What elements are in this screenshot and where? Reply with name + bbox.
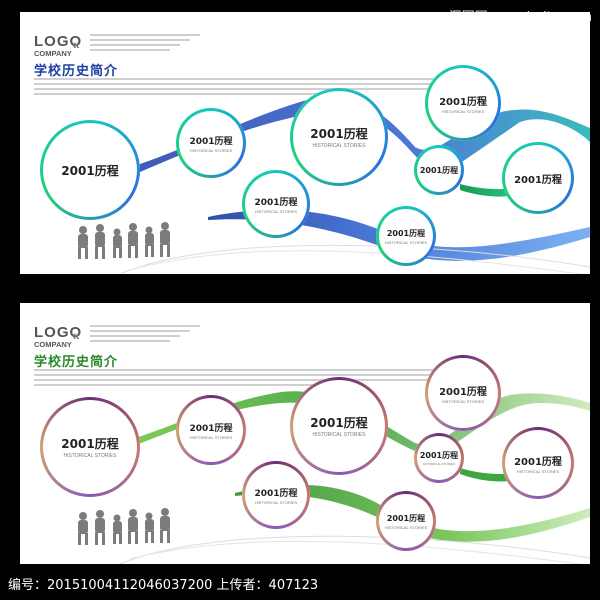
circle-year: 2001历程 (254, 197, 298, 208)
circle-year: 2001历程 (386, 228, 426, 238)
timeline-panel-green: LOGO COMPANY « 学校历史简介 2001历程 HISTORICAL … (20, 303, 590, 564)
timeline-circle[interactable]: 2001历程 HISTORICAL STORIES (290, 88, 388, 186)
circle-year: 2001历程 (61, 437, 119, 451)
circle-year: 2001历程 (189, 136, 233, 147)
circle-year: 2001历程 (514, 174, 562, 186)
circle-year: 2001历程 (254, 488, 298, 499)
logo-text: LOGO (34, 33, 83, 50)
circle-subtitle: HISTORICAL STORIES (423, 462, 455, 466)
placeholder-text-line (90, 44, 180, 46)
timeline-circle[interactable]: 2001历程 HISTORICAL STORIES (40, 397, 140, 497)
timeline-circle[interactable]: 2001历程 HISTORICAL STORIES (176, 108, 246, 178)
timeline-circle[interactable]: 2001历程 HISTORICAL STORIES (242, 461, 310, 529)
circle-year: 2001历程 (189, 423, 233, 434)
placeholder-text-line (90, 330, 190, 332)
company-text: COMPANY (34, 340, 72, 349)
placeholder-text-line (34, 83, 444, 85)
site-watermark: 汇图网 www.huitu.com (448, 10, 592, 25)
circle-year: 2001历程 (419, 165, 459, 175)
timeline-circle[interactable]: 2001历程 (502, 142, 574, 214)
circle-year: 2001历程 (419, 451, 459, 460)
placeholder-text-line (34, 369, 444, 371)
circle-subtitle: HISTORICAL STORIES (384, 239, 428, 245)
circle-subtitle: HISTORICAL STORIES (189, 147, 233, 153)
circle-subtitle: HISTORICAL STORIES (384, 524, 428, 530)
logo-text: LOGO (34, 324, 83, 341)
timeline-circle[interactable]: 2001历程 HISTORICAL STORIES (376, 206, 436, 266)
footer-text: 编号：20151004112046037200 上传者：407123 (8, 578, 319, 593)
circle-year: 2001历程 (514, 456, 562, 468)
timeline-circle[interactable]: 2001历程 HISTORICAL STORIES (376, 491, 436, 551)
timeline-circle[interactable]: 2001历程 HISTORICAL STORIES (414, 433, 464, 483)
placeholder-text-line (90, 340, 170, 342)
chevron-left-icon: « (72, 36, 80, 52)
placeholder-text-line (34, 379, 444, 381)
timeline-circle[interactable]: 2001历程 (414, 145, 464, 195)
circle-subtitle: HISTORICAL STORIES (312, 143, 366, 149)
circle-subtitle: HISTORICAL STORIES (254, 208, 298, 214)
page-title: 学校历史简介 (34, 355, 119, 370)
timeline-panel-blue: LOGO COMPANY « 学校历史简介 2001历程 2001历程 HIST… (20, 12, 590, 274)
timeline-circle[interactable]: 2001历程 HISTORICAL STORIES (176, 395, 246, 465)
chevron-left-icon: « (72, 327, 80, 343)
placeholder-text-line (90, 325, 200, 327)
placeholder-text-line (90, 49, 170, 51)
circle-year: 2001历程 (439, 386, 487, 398)
circle-year: 2001历程 (310, 127, 368, 141)
timeline-circle[interactable]: 2001历程 HISTORICAL STORIES (425, 65, 501, 141)
circle-year: 2001历程 (310, 416, 368, 430)
circle-subtitle: HISTORICAL STORIES (254, 499, 298, 505)
children-silhouette (78, 508, 170, 545)
timeline-circle[interactable]: 2001历程 HISTORICAL STORIES (425, 355, 501, 431)
placeholder-text-line (90, 39, 190, 41)
page-title: 学校历史简介 (34, 64, 119, 79)
circle-subtitle: HISTORICAL STORIES (312, 432, 366, 438)
placeholder-text-line (34, 88, 444, 90)
placeholder-text-line (90, 34, 200, 36)
circle-subtitle: HISTORICAL STORIES (189, 434, 233, 440)
logo: LOGO COMPANY (34, 325, 82, 349)
circle-year: 2001历程 (386, 513, 426, 523)
timeline-circle[interactable]: 2001历程 HISTORICAL STORIES (242, 170, 310, 238)
timeline-circle[interactable]: 2001历程 HISTORICAL STORIES (502, 427, 574, 499)
placeholder-text-line (34, 93, 334, 95)
children-silhouette (78, 222, 170, 259)
placeholder-text-line (34, 374, 444, 376)
placeholder-text-line (34, 384, 334, 386)
circle-subtitle: HISTORICAL STORIES (516, 468, 560, 474)
circle-subtitle: HISTORICAL STORIES (441, 398, 485, 404)
circle-subtitle: HISTORICAL STORIES (441, 108, 485, 114)
timeline-circle[interactable]: 2001历程 (40, 120, 140, 220)
company-text: COMPANY (34, 49, 72, 58)
circle-year: 2001历程 (61, 163, 119, 178)
footer-bar (0, 566, 600, 600)
timeline-circle[interactable]: 2001历程 HISTORICAL STORIES (290, 377, 388, 475)
circle-subtitle: HISTORICAL STORIES (63, 453, 117, 459)
circle-year: 2001历程 (439, 96, 487, 108)
placeholder-text-line (90, 335, 180, 337)
placeholder-text-line (34, 78, 444, 80)
logo: LOGO COMPANY (34, 34, 82, 58)
